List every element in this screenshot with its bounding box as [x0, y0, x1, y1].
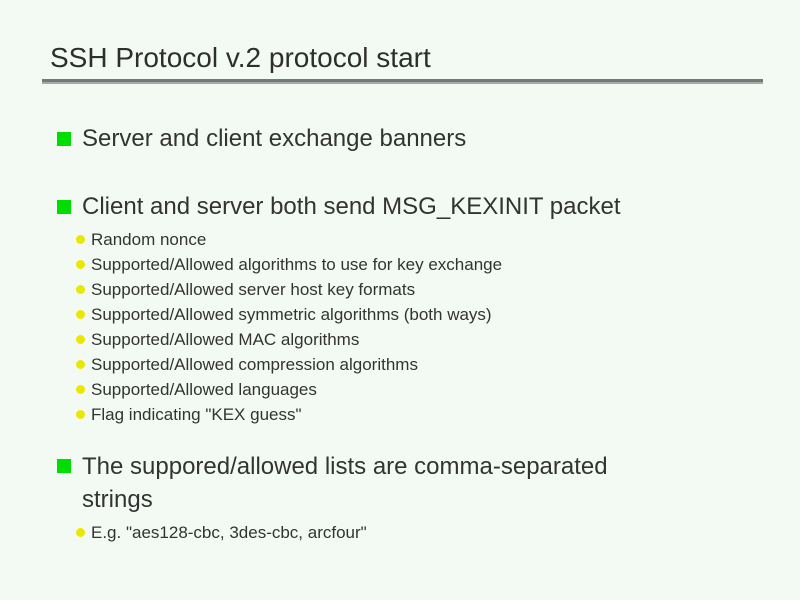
sub-bullet-text: E.g. "aes128-cbc, 3des-cbc, arcfour": [91, 523, 367, 542]
sub-bullet-item: Flag indicating "KEX guess": [76, 402, 302, 427]
round-bullet-icon: [76, 410, 85, 419]
bullet-item: Server and client exchange banners: [57, 124, 466, 154]
sub-bullet-item: E.g. "aes128-cbc, 3des-cbc, arcfour": [76, 520, 367, 545]
sub-bullet-item: Supported/Allowed symmetric algorithms (…: [76, 302, 492, 327]
slide-title: SSH Protocol v.2 protocol start: [50, 42, 431, 73]
round-bullet-icon: [76, 385, 85, 394]
sub-bullet-text: Supported/Allowed algorithms to use for …: [91, 255, 503, 274]
sub-bullet-item: Supported/Allowed MAC algorithms: [76, 327, 359, 352]
sub-bullet-text: Supported/Allowed server host key format…: [91, 280, 416, 299]
sub-bullet-text: Supported/Allowed compression algorithms: [91, 355, 418, 374]
sub-bullet-item: Supported/Allowed languages: [76, 377, 317, 402]
bullet-text-line-2: strings: [82, 486, 153, 513]
square-bullet-icon: [57, 459, 71, 473]
sub-bullet-item: Supported/Allowed server host key format…: [76, 277, 415, 302]
round-bullet-icon: [76, 285, 85, 294]
round-bullet-icon: [76, 528, 85, 537]
round-bullet-icon: [76, 310, 85, 319]
square-bullet-icon: [57, 132, 71, 146]
bullet-text: The suppored/allowed lists are comma-sep…: [82, 450, 608, 516]
sub-bullet-text: Random nonce: [91, 230, 207, 249]
bullet-item: Client and server both send MSG_KEXINIT …: [57, 192, 621, 222]
bullet-text: Client and server both send MSG_KEXINIT …: [82, 193, 621, 220]
round-bullet-icon: [76, 335, 85, 344]
sub-bullet-text: Supported/Allowed languages: [91, 380, 317, 399]
sub-bullet-item: Supported/Allowed algorithms to use for …: [76, 252, 502, 277]
bullet-text: Server and client exchange banners: [82, 125, 467, 152]
round-bullet-icon: [76, 260, 85, 269]
sub-bullet-text: Supported/Allowed symmetric algorithms (…: [91, 305, 492, 324]
sub-bullet-item: Random nonce: [76, 227, 206, 252]
round-bullet-icon: [76, 360, 85, 369]
bullet-text-line-1: The suppored/allowed lists are comma-sep…: [82, 453, 608, 480]
bullet-item: The suppored/allowed lists are comma-sep…: [57, 450, 608, 516]
sub-bullet-item: Supported/Allowed compression algorithms: [76, 352, 418, 377]
square-bullet-icon: [57, 200, 71, 214]
sub-bullet-text: Supported/Allowed MAC algorithms: [91, 330, 360, 349]
title-underline: [42, 79, 763, 84]
sub-bullet-text: Flag indicating "KEX guess": [91, 405, 302, 424]
round-bullet-icon: [76, 235, 85, 244]
